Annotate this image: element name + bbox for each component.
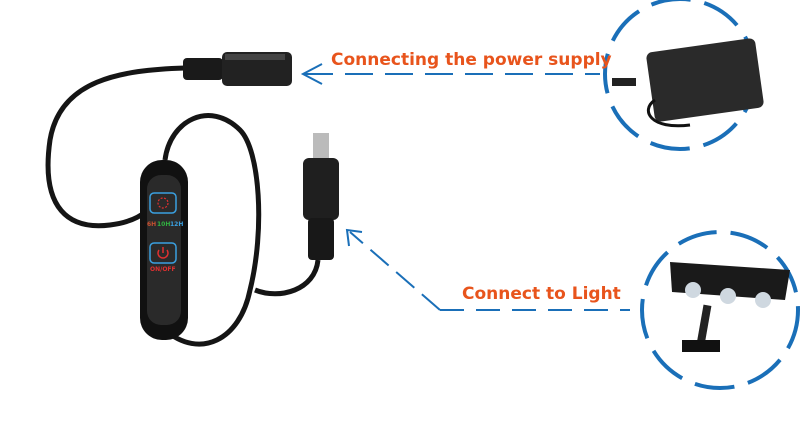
timer-icon bbox=[157, 197, 169, 209]
light-arrow bbox=[345, 228, 630, 311]
timer-12h: 12H bbox=[170, 221, 184, 228]
power-adapter-image bbox=[612, 38, 764, 128]
timer-button[interactable] bbox=[149, 192, 177, 214]
aquarium-light-image bbox=[670, 262, 790, 352]
power-supply-label: Connecting the power supply bbox=[331, 50, 612, 70]
timer-6h: 6H bbox=[147, 221, 157, 228]
power-arrow bbox=[300, 63, 600, 85]
light-circle bbox=[640, 230, 800, 390]
dc-male-plug bbox=[303, 133, 339, 260]
controller-box bbox=[140, 160, 188, 340]
timer-10h: 10H bbox=[157, 221, 171, 228]
cable bbox=[45, 65, 186, 229]
on-off-label: ON/OFF bbox=[150, 266, 176, 273]
light-label: Connect to Light bbox=[462, 284, 621, 304]
power-button[interactable] bbox=[149, 242, 177, 264]
dc-female-connector bbox=[183, 52, 292, 86]
cable bbox=[254, 259, 321, 297]
cable bbox=[162, 113, 262, 347]
power-icon bbox=[157, 247, 169, 259]
